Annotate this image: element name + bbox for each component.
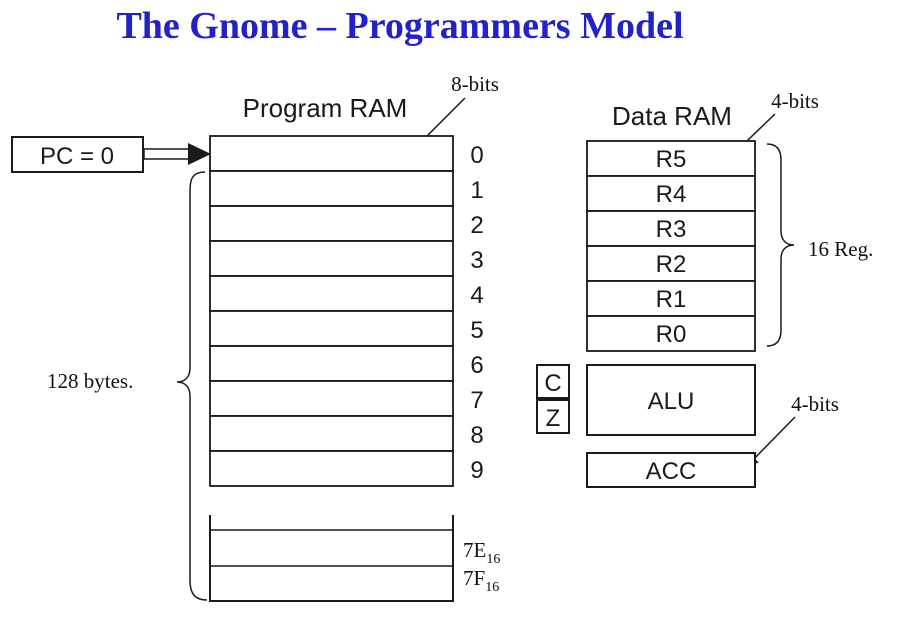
address-7f: 7F16 (463, 566, 499, 595)
data-ram-register (586, 245, 756, 282)
alu-label: ALU (648, 388, 695, 415)
program-ram-cell (209, 205, 454, 242)
program-ram-address: 9 (470, 457, 483, 484)
program-ram-address: 0 (470, 142, 483, 169)
data-ram-register-label: R4 (656, 181, 687, 208)
program-ram-brace (176, 171, 208, 601)
program-ram-tail (209, 515, 454, 602)
program-ram-cell (209, 240, 454, 277)
program-ram-cell (209, 415, 454, 452)
data-ram-register-label: R1 (656, 286, 687, 313)
flag-z-label: Z (546, 405, 561, 432)
alu-box (586, 364, 756, 436)
program-ram-cell (209, 310, 454, 347)
data-ram-register (586, 315, 756, 352)
data-ram-register (586, 210, 756, 247)
program-ram-cell (209, 450, 454, 487)
program-ram-address: 8 (470, 422, 483, 449)
program-ram-address: 6 (470, 352, 483, 379)
data-ram-register-label: R3 (656, 216, 687, 243)
acc-label: ACC (646, 458, 697, 485)
program-ram-address: 1 (470, 177, 483, 204)
program-ram-addresses: 0 1 2 3 4 5 6 7 8 9 (470, 142, 483, 484)
program-ram-cell (209, 135, 454, 172)
program-ram-label: Program RAM (243, 93, 408, 123)
program-ram-address: 4 (470, 282, 483, 309)
data-ram-count-label: 16 Reg. (808, 237, 873, 261)
flag-z-box (536, 399, 570, 434)
program-ram-cell (209, 380, 454, 417)
data-ram-brace (766, 143, 795, 347)
data-ram-label: Data RAM (612, 101, 732, 131)
program-ram-address: 7 (470, 387, 483, 414)
data-ram-register-label: R5 (656, 146, 687, 173)
program-ram-address: 2 (470, 212, 483, 239)
program-ram-cell (209, 275, 454, 312)
program-ram-address: 5 (470, 317, 483, 344)
program-ram-cell (209, 345, 454, 382)
program-ram-width-label: 8-bits (451, 72, 499, 96)
data-ram-register (586, 140, 756, 177)
program-ram-address: 3 (470, 247, 483, 274)
program-ram-cell (209, 170, 454, 207)
flag-c-box (536, 364, 570, 399)
pc-arrow-icon (143, 143, 211, 165)
page-title: The Gnome – Programmers Model (116, 5, 684, 47)
pc-label: PC = 0 (40, 143, 114, 170)
data-ram-register (586, 280, 756, 317)
data-ram-register-label: R0 (656, 321, 687, 348)
program-ram (209, 135, 454, 487)
acc-box (586, 452, 756, 488)
pc-box (11, 136, 144, 173)
data-ram-width-label: 4-bits (771, 89, 819, 113)
address-7e: 7E16 (463, 538, 500, 567)
flag-c-label: C (544, 370, 561, 397)
data-ram-register-label: R2 (656, 251, 687, 278)
program-ram-size-label: 128 bytes. (47, 369, 133, 393)
acc-width-label: 4-bits (791, 392, 839, 416)
